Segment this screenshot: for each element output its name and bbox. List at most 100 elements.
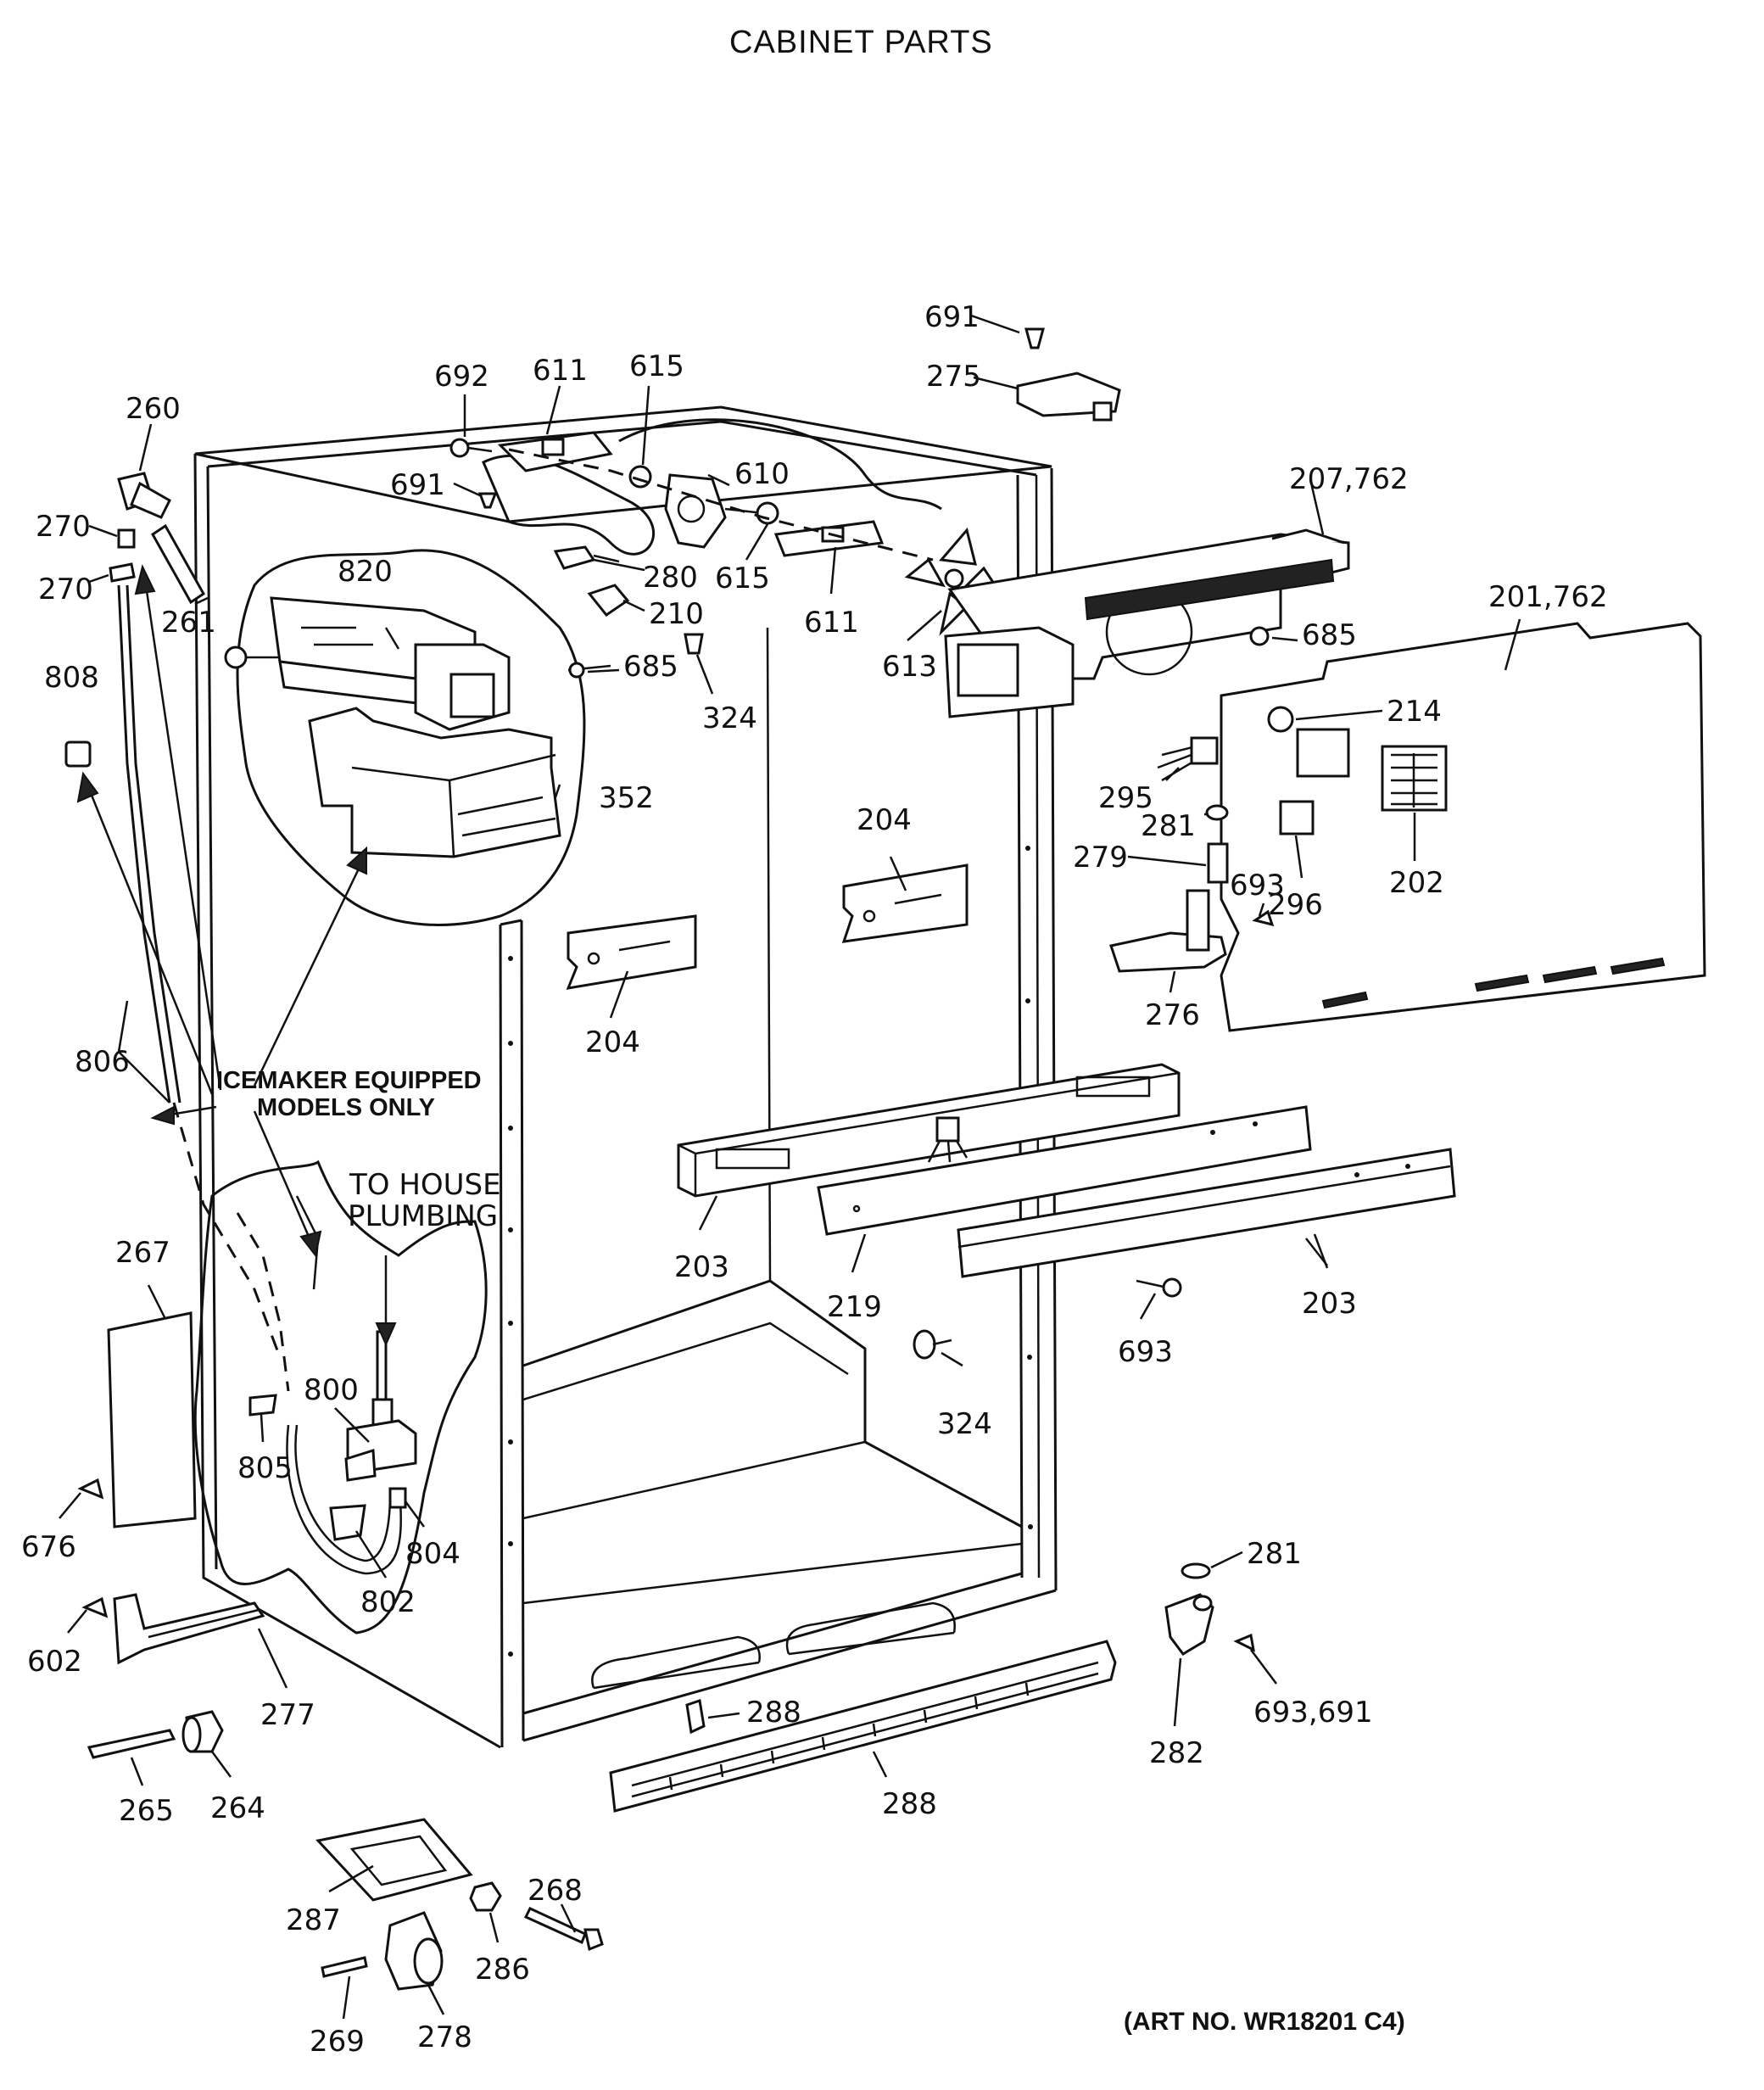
part-281-top	[1205, 804, 1229, 821]
top-cutaway	[482, 454, 656, 556]
label-693-691: 693,691	[1253, 1696, 1373, 1730]
part-281-washer-lower	[1181, 1562, 1211, 1579]
label-275: 275	[926, 360, 981, 394]
label-610: 610	[734, 457, 790, 491]
part-691-top-screw	[1024, 327, 1045, 349]
note-icemaker-line1: ICEMAKER EQUIPPED	[216, 1067, 482, 1094]
part-296	[1279, 800, 1315, 835]
label-808: 808	[44, 661, 99, 695]
label-611: 611	[533, 354, 588, 388]
part-265-axle	[87, 1729, 176, 1759]
label-820: 820	[338, 555, 393, 589]
part-203-upper-rail	[677, 1063, 1181, 1198]
label-201-762: 201,762	[1488, 580, 1608, 614]
label-267: 267	[115, 1236, 170, 1270]
label-203-b: 203	[1302, 1287, 1357, 1321]
diagram-title: CABINET PARTS	[729, 25, 993, 60]
part-275-hinge	[1016, 372, 1121, 422]
part-800-valve	[344, 1330, 417, 1482]
label-613: 613	[882, 650, 937, 684]
label-615-b: 615	[715, 562, 770, 595]
label-268: 268	[528, 1874, 583, 1908]
label-685-b: 685	[1302, 618, 1357, 652]
part-277-bracket	[113, 1593, 265, 1665]
label-282: 282	[1149, 1736, 1204, 1770]
art-number: (ART NO. WR18201 C4)	[1124, 2008, 1405, 2036]
label-805: 805	[237, 1451, 293, 1485]
label-204: 204	[857, 803, 912, 837]
cabinet-body	[193, 405, 1058, 1749]
part-270	[109, 528, 136, 583]
part-207-evaporator	[944, 528, 1350, 718]
label-352: 352	[599, 781, 654, 815]
label-278: 278	[417, 2020, 472, 2054]
label-602: 602	[27, 1645, 82, 1679]
label-691-b: 691	[390, 468, 445, 502]
label-279: 279	[1073, 841, 1128, 875]
label-800: 800	[304, 1373, 359, 1407]
part-693-691-screw	[1233, 1633, 1255, 1652]
label-260: 260	[126, 392, 181, 426]
label-265: 265	[119, 1794, 174, 1828]
label-261: 261	[161, 606, 216, 640]
label-693: 693	[1230, 869, 1285, 902]
part-804-fitting	[388, 1487, 407, 1509]
part-602-screw	[81, 1596, 109, 1618]
part-693-rail-screw	[1136, 1277, 1182, 1298]
part-324-lower	[913, 1329, 952, 1360]
label-804: 804	[405, 1537, 461, 1571]
icemaker-assembly	[224, 596, 511, 731]
part-204-left	[566, 914, 697, 990]
part-203-lower-rail	[957, 1148, 1456, 1278]
part-261	[151, 523, 205, 605]
label-611-b: 611	[804, 606, 859, 640]
part-324-top	[684, 633, 704, 655]
part-204-right	[841, 863, 969, 943]
label-324: 324	[702, 701, 757, 735]
icemaker-arrows	[76, 564, 397, 1347]
part-282-bracket	[1164, 1593, 1214, 1656]
ice-bucket	[308, 707, 561, 858]
label-288-b: 288	[882, 1787, 937, 1821]
label-287: 287	[286, 1903, 341, 1937]
label-286: 286	[475, 1953, 530, 1987]
label-203: 203	[674, 1250, 729, 1284]
label-270-a: 270	[36, 510, 91, 544]
part-691-screw	[477, 492, 498, 509]
part-806	[117, 584, 171, 1104]
part-267-panel	[107, 1311, 197, 1528]
label-207-762: 207,762	[1289, 462, 1409, 496]
part-676-screw	[77, 1478, 104, 1500]
part-685-right	[1249, 626, 1270, 646]
label-210: 210	[649, 597, 704, 631]
label-204-b: 204	[585, 1025, 640, 1059]
label-676: 676	[21, 1530, 76, 1564]
part-286-nut	[469, 1881, 502, 1912]
part-201-panel	[1220, 622, 1706, 1032]
label-264: 264	[210, 1791, 265, 1825]
label-276: 276	[1145, 998, 1200, 1032]
part-693-panel-screw	[1252, 909, 1275, 927]
label-806: 806	[75, 1045, 130, 1079]
icemaker-cutaway	[236, 549, 586, 926]
label-324-b: 324	[937, 1407, 992, 1441]
part-288-clip	[685, 1699, 706, 1735]
part-611-right	[773, 520, 885, 557]
label-280: 280	[643, 561, 698, 595]
part-280	[553, 545, 596, 570]
part-labels: 691 275 692 611 615 260 610 691 207,762 …	[21, 300, 1608, 2059]
label-295: 295	[1098, 781, 1153, 815]
part-268-bolt	[523, 1907, 604, 1952]
part-276-hinge	[1109, 889, 1227, 973]
dashed-leader-top	[508, 448, 934, 562]
part-692	[449, 438, 493, 458]
top-cutaway-right	[618, 418, 942, 511]
part-279	[1207, 842, 1229, 884]
part-805-clip	[248, 1394, 277, 1417]
label-269: 269	[310, 2025, 365, 2059]
part-264-wheel	[181, 1710, 224, 1753]
part-295-harness	[1157, 736, 1219, 782]
note-icemaker-line2: MODELS ONLY	[257, 1094, 435, 1121]
part-260	[117, 472, 171, 519]
label-692: 692	[434, 360, 489, 394]
